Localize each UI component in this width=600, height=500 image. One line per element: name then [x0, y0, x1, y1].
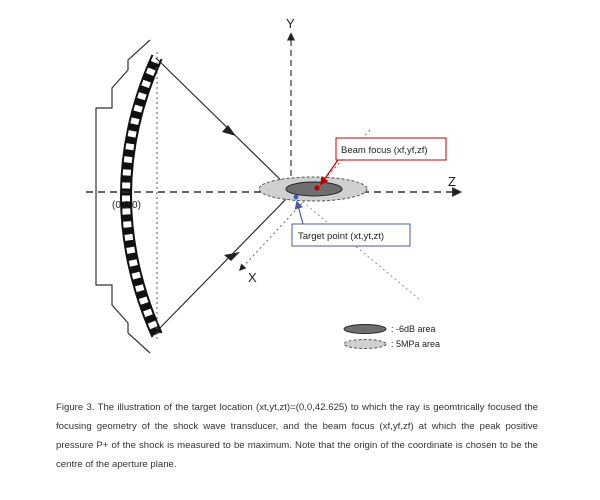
x-axis-label: X — [248, 270, 257, 285]
ray-upper-arrow — [222, 125, 236, 136]
area-6db — [285, 181, 343, 197]
ray-upper — [155, 57, 292, 191]
beam-focus-marker — [314, 185, 320, 191]
target-point-marker — [293, 194, 299, 200]
ray-lower-arrow — [224, 252, 240, 261]
target-point-leader — [294, 200, 304, 225]
transducer-housing — [95, 39, 151, 354]
target-point-box — [291, 223, 411, 247]
z-axis-label: Z — [448, 174, 456, 189]
transducer-aperture-segments — [122, 55, 161, 337]
figure-caption: Figure 3. The illustration of the target… — [56, 402, 538, 470]
x-axis-extension — [290, 191, 421, 301]
shock-wave-geometry-diagram: Y Z X (0,0,0) Beam focus (xf,yf,zf) Targ… — [86, 16, 462, 354]
legend-6db-swatch — [343, 324, 387, 334]
legend-6db-label: : -6dB area — [391, 324, 436, 334]
beam-focus-leader — [320, 159, 339, 186]
beam-focus-box — [335, 137, 447, 161]
ray-lower — [155, 193, 292, 333]
legend-5mpa-label: : 5MPa area — [391, 339, 440, 349]
target-point-label: Target point (xt,yt,zt) — [298, 231, 384, 242]
y-axis-label: Y — [286, 16, 295, 31]
legend-5mpa-swatch — [343, 339, 387, 349]
beam-focus-label: Beam focus (xf,yf,zf) — [341, 145, 428, 156]
origin-label: (0,0,0) — [112, 200, 141, 211]
